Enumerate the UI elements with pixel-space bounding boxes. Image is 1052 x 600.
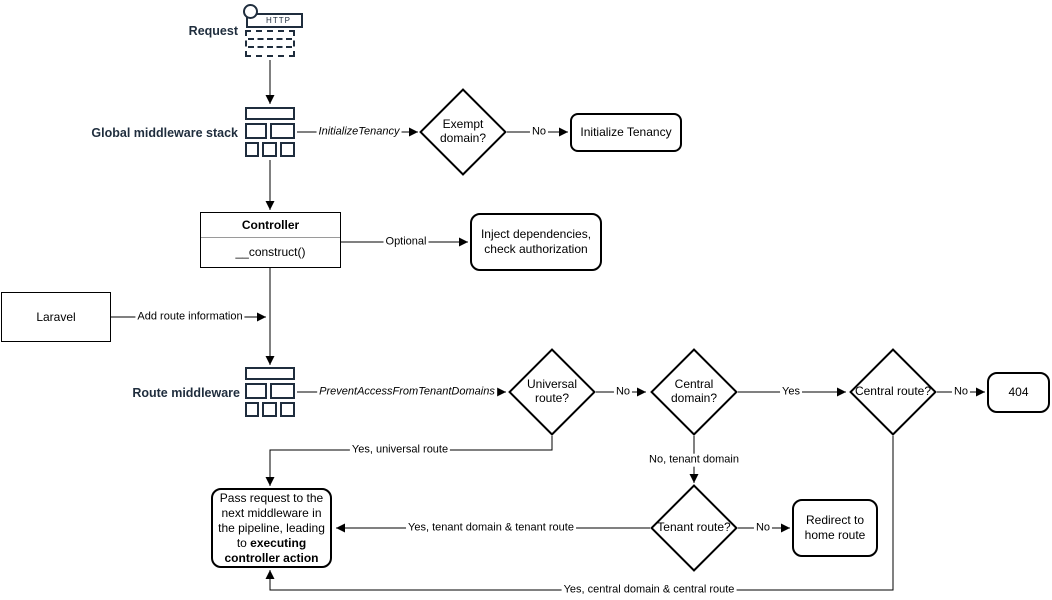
stack-bar xyxy=(262,402,277,417)
not-found-node: 404 xyxy=(987,372,1050,413)
stack-bar xyxy=(280,402,295,417)
edge-no-tenant-domain: No, tenant domain xyxy=(647,453,741,467)
central-domain-text: Central domain? xyxy=(670,377,718,405)
controller-title: Controller xyxy=(201,213,340,238)
stack-bar xyxy=(245,383,267,399)
edge-yes-tenant: Yes, tenant domain & tenant route xyxy=(406,521,576,535)
http-body-line xyxy=(248,38,292,40)
edge-yes-universal: Yes, universal route xyxy=(349,443,451,457)
http-circle xyxy=(243,4,258,19)
edge-prevent-access: PreventAccessFromTenantDomains xyxy=(317,385,497,399)
edge-initialize-tenancy: InitializeTenancy xyxy=(316,125,402,139)
pass-request-node: Pass request to the next middleware in t… xyxy=(211,488,332,568)
edge-optional: Optional xyxy=(383,235,429,249)
edge-universal-no: No xyxy=(613,385,633,399)
laravel-node: Laravel xyxy=(1,292,111,342)
stack-bar xyxy=(262,142,277,157)
controller-node: Controller __construct() xyxy=(200,212,341,268)
tenant-route-text: Tenant route? xyxy=(657,520,731,535)
stack-bar xyxy=(245,142,259,157)
global-middleware-label: Global middleware stack xyxy=(91,126,238,140)
edge-central-route-no: No xyxy=(951,385,971,399)
http-request-icon: HTTP xyxy=(243,4,303,58)
central-route-text: Central route? xyxy=(854,384,932,399)
initialize-tenancy-node: Initialize Tenancy xyxy=(570,113,682,152)
stack-bar xyxy=(245,107,295,120)
stack-bar xyxy=(270,123,295,139)
http-body-box xyxy=(245,30,295,57)
stack-bar xyxy=(245,402,259,417)
pass-request-text: Pass request to the next middleware in t… xyxy=(218,490,325,565)
stack-bar xyxy=(270,383,295,399)
stack-bar xyxy=(245,123,267,139)
exempt-domain-text: Exempt domain? xyxy=(439,117,487,145)
stack-bar xyxy=(245,367,295,380)
universal-route-text: Universal route? xyxy=(526,377,577,405)
global-middleware-stack-icon xyxy=(245,107,295,158)
route-middleware-label: Route middleware xyxy=(132,386,240,400)
redirect-home-node: Redirect to home route xyxy=(792,499,878,557)
route-middleware-stack-icon xyxy=(245,367,295,418)
http-body-line xyxy=(248,46,292,48)
http-bar: HTTP xyxy=(246,13,303,28)
stack-bar xyxy=(280,142,295,157)
inject-dependencies-node: Inject dependencies, check authorization xyxy=(470,213,602,271)
request-label: Request xyxy=(188,24,238,38)
edge-yes-central: Yes, central domain & central route xyxy=(561,583,737,597)
edge-exempt-no: No xyxy=(529,125,549,139)
controller-method: __construct() xyxy=(235,245,306,259)
edge-add-route-info: Add route information xyxy=(135,310,245,324)
edge-tenant-route-no: No xyxy=(753,521,773,535)
edge-central-domain-yes: Yes xyxy=(780,385,802,399)
